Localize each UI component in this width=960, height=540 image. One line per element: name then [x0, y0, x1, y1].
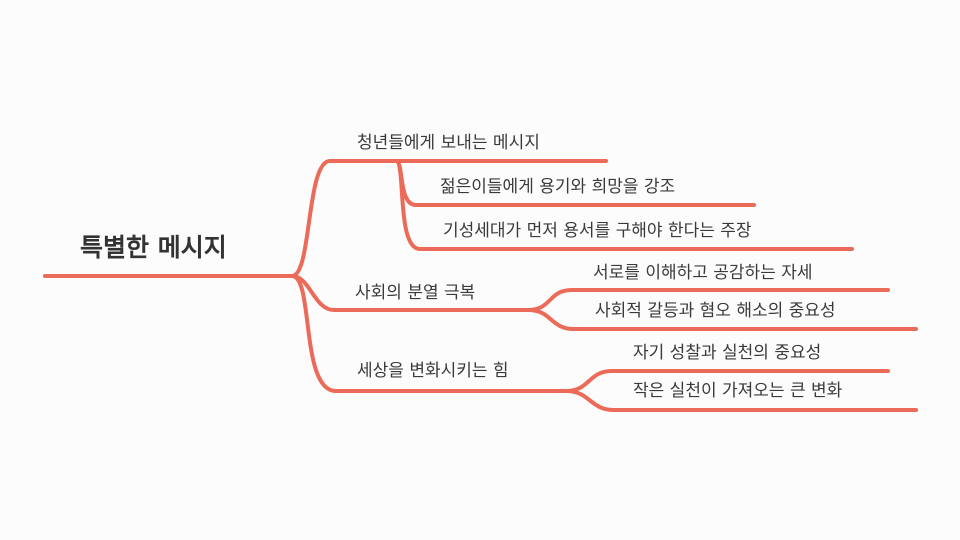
connector-branch-1-child-2 [394, 159, 422, 251]
branch-2-label[interactable]: 사회의 분열 극복 [355, 283, 476, 303]
branch-1-label[interactable]: 청년들에게 보내는 메시지 [357, 133, 540, 153]
connector-branch-2-child-2 [526, 308, 576, 331]
mindmap-root-title[interactable]: 특별한 메시지 [80, 233, 227, 262]
branch-3-child-1[interactable]: 자기 성찰과 실천의 중요성 [633, 343, 822, 363]
branch-3-label[interactable]: 세상을 변화시키는 힘 [357, 361, 509, 381]
branch-1-child-1[interactable]: 젊은이들에게 용기와 희망을 강조 [440, 177, 676, 197]
branch-2-child-1[interactable]: 서로를 이해하고 공감하는 자세 [593, 263, 813, 283]
connector-root-branch-1 [290, 159, 332, 278]
connector-root-branch-3 [290, 274, 338, 393]
connector-branch-3-child-2 [564, 389, 616, 412]
branch-1-child-2[interactable]: 기성세대가 먼저 용서를 구해야 한다는 주장 [443, 221, 752, 241]
connector-branch-2-child-1 [526, 288, 574, 312]
branch-3-child-2[interactable]: 작은 실천이 가져오는 큰 변화 [633, 381, 843, 401]
connector-branch-3-child-1 [564, 369, 614, 393]
branch-2-child-2[interactable]: 사회적 갈등과 혐오 해소의 중요성 [595, 301, 836, 321]
